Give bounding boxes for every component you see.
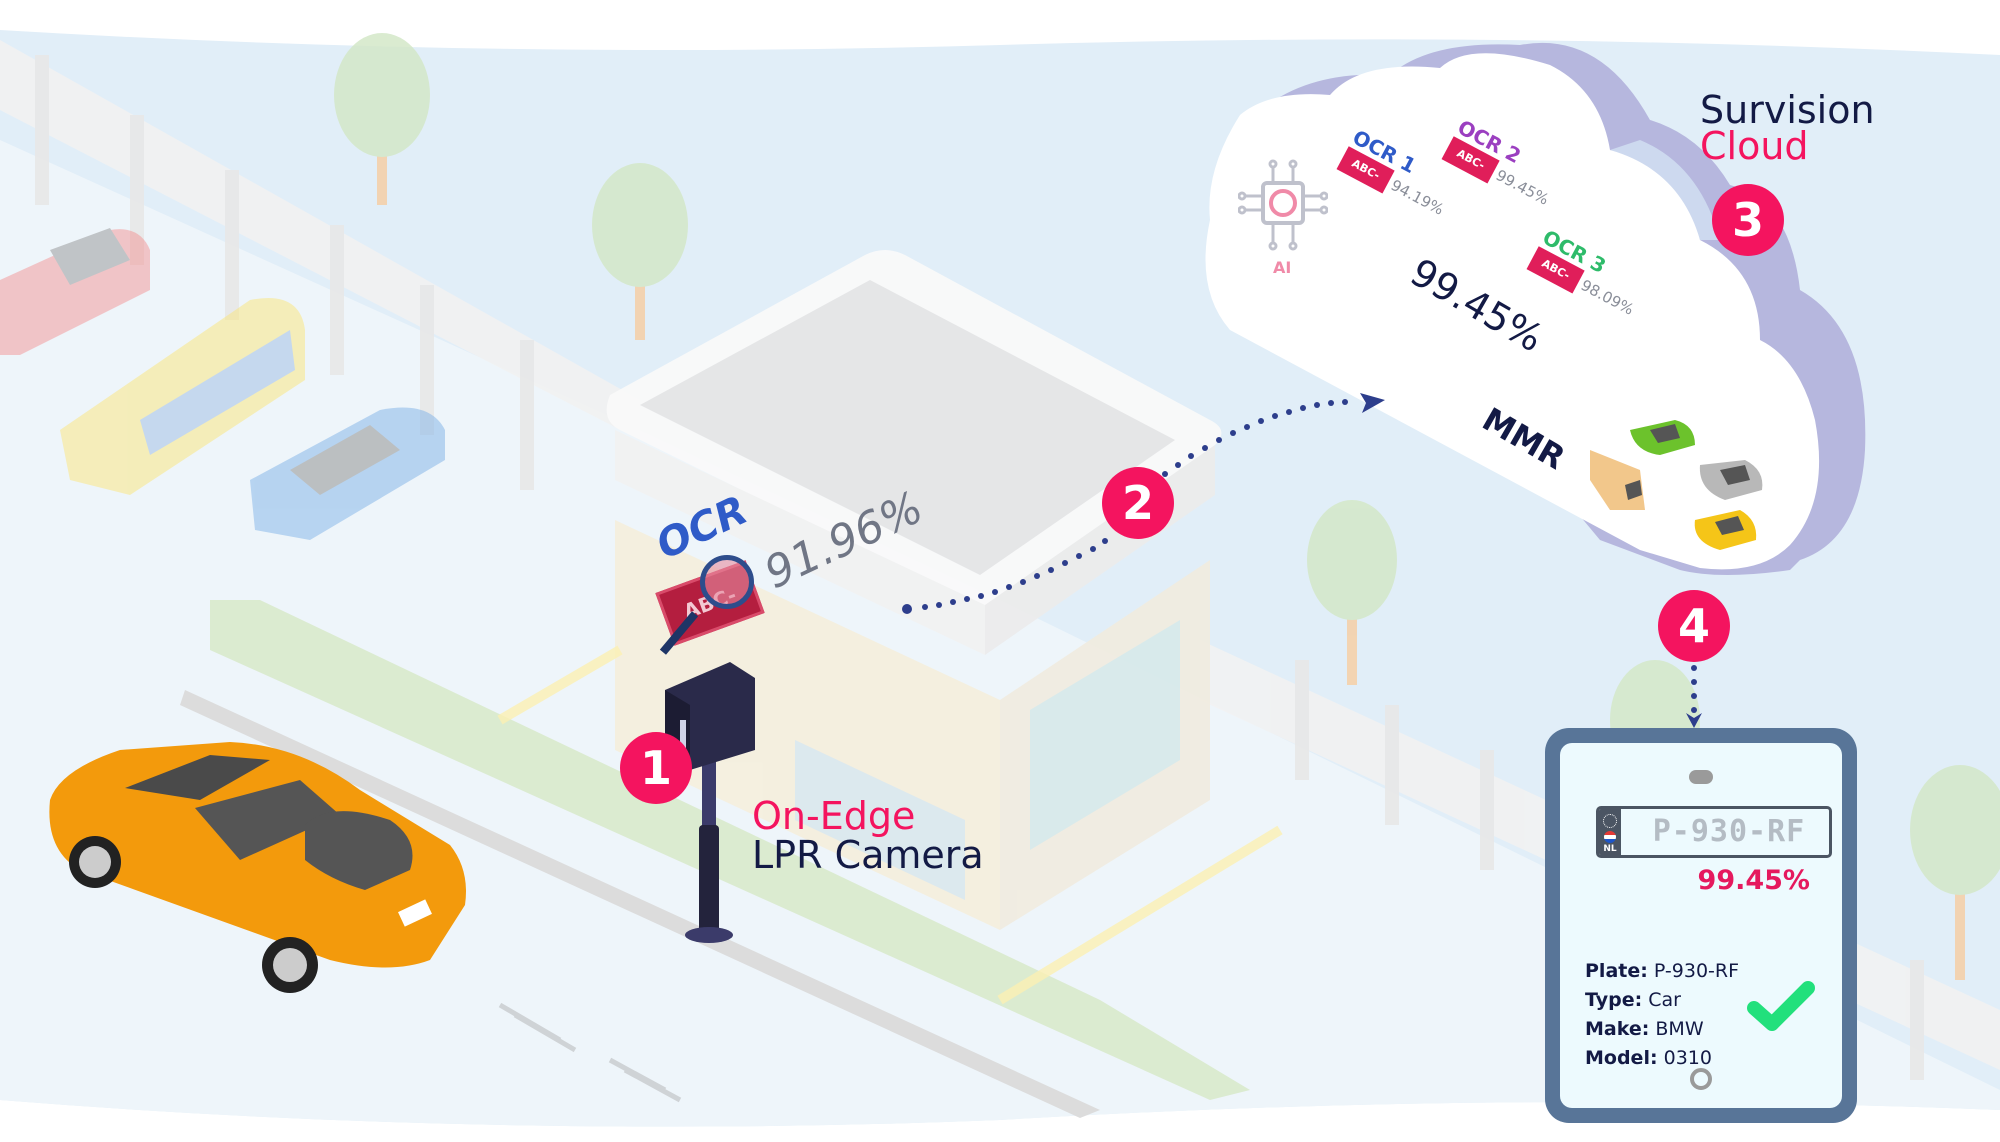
- road-markings: [498, 1002, 682, 1103]
- info-value: Car: [1648, 989, 1681, 1011]
- info-row-plate: Plate: P-930-RF: [1585, 957, 1739, 986]
- tree: [592, 163, 688, 340]
- camera-label-line1: On-Edge: [752, 794, 916, 838]
- check-icon: [1747, 981, 1815, 1031]
- step-4-marker: 4: [1658, 590, 1730, 662]
- van-icon: [1590, 450, 1645, 510]
- info-row-type: Type: Car: [1585, 986, 1739, 1015]
- info-key: Model:: [1585, 1047, 1658, 1069]
- eu-band: NL: [1599, 809, 1621, 855]
- step-3-number: 3: [1731, 193, 1764, 247]
- plate-country: NL: [1603, 844, 1617, 854]
- step-1-marker: 1: [620, 732, 692, 804]
- arrow-head-icon: [1360, 393, 1385, 413]
- plate-number: P-930-RF: [1652, 814, 1806, 849]
- tree: [1307, 500, 1397, 685]
- ai-chip-icon: AI: [1237, 158, 1329, 278]
- result-screen: NL P-930-RF 99.45% Plate: P-930-RF Type:…: [1560, 743, 1842, 1108]
- nl-flag-icon: [1604, 831, 1616, 843]
- parked-van-yellow: [60, 298, 305, 495]
- ai-label: AI: [1273, 258, 1292, 277]
- info-value: BMW: [1655, 1018, 1704, 1040]
- step-2-number: 2: [1121, 476, 1154, 530]
- info-row-make: Make: BMW: [1585, 1015, 1739, 1044]
- result-device: NL P-930-RF 99.45% Plate: P-930-RF Type:…: [1545, 728, 1857, 1123]
- mmr-vehicles: [1590, 420, 1763, 550]
- cloud-title-line2: Cloud: [1700, 124, 1809, 168]
- info-key: Make:: [1585, 1018, 1650, 1040]
- home-button-icon: [1690, 1068, 1712, 1090]
- parked-car-red: [0, 228, 150, 355]
- taxi-icon: [1694, 510, 1757, 550]
- arrow-down-icon: [1686, 713, 1702, 728]
- step-4-number: 4: [1677, 599, 1710, 653]
- license-plate: NL P-930-RF: [1596, 806, 1832, 858]
- green-car-icon: [1630, 420, 1695, 455]
- curb: [180, 690, 1100, 1118]
- step-3-marker: 3: [1712, 184, 1784, 256]
- vehicle-info: Plate: P-930-RF Type: Car Make: BMW Mode…: [1585, 957, 1739, 1073]
- grey-car-icon: [1699, 460, 1763, 500]
- step-2-marker: 2: [1102, 467, 1174, 539]
- toll-booth: [606, 250, 1222, 930]
- camera-label-line2: LPR Camera: [752, 833, 984, 877]
- info-row-model: Model: 0310: [1585, 1044, 1739, 1073]
- eu-stars-icon: [1603, 814, 1617, 828]
- orange-car: [49, 742, 466, 993]
- info-key: Type:: [1585, 989, 1643, 1011]
- info-key: Plate:: [1585, 960, 1648, 982]
- tree: [1910, 765, 2000, 980]
- data-flow-path: [902, 393, 1385, 614]
- cloud-title-line1: Survision: [1700, 88, 1875, 132]
- step-1-number: 1: [639, 741, 672, 795]
- cloud-shadow: [1610, 140, 1720, 240]
- parking-outline: [497, 645, 1283, 1005]
- tree: [334, 33, 430, 205]
- info-value: 0310: [1663, 1047, 1712, 1069]
- speaker-icon: [1689, 770, 1713, 784]
- result-confidence: 99.45%: [1697, 865, 1810, 896]
- parked-car-blue: [250, 407, 445, 540]
- result-flow-path: [1686, 665, 1702, 728]
- magnifier-icon: [700, 555, 754, 609]
- info-value: P-930-RF: [1653, 960, 1740, 982]
- hedge: [210, 600, 1250, 1100]
